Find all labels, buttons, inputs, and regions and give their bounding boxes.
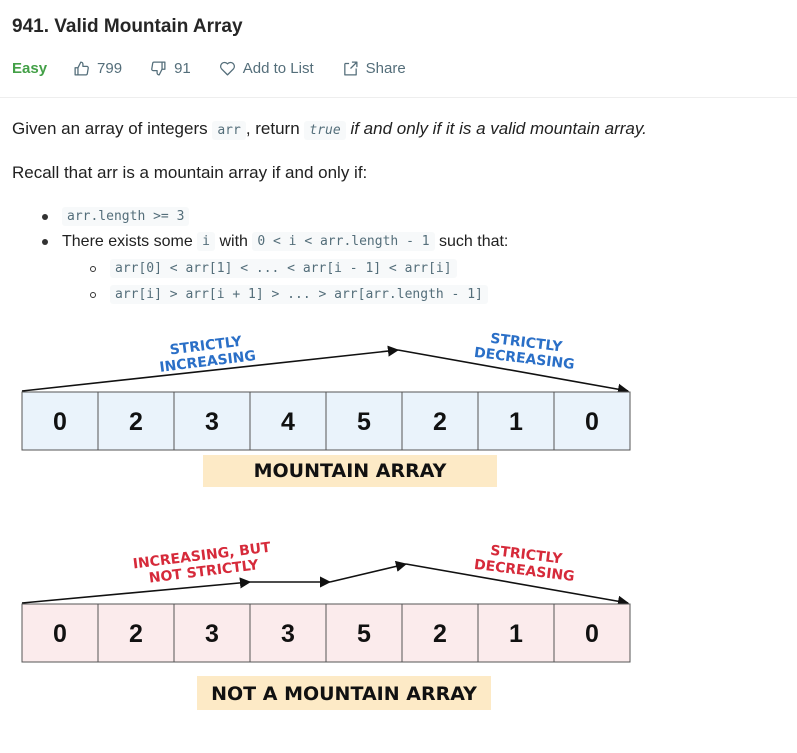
dislike-count: 91 — [174, 59, 191, 77]
mountain-cell-value-6: 1 — [509, 408, 523, 436]
code-increasing: arr[0] < arr[1] < ... < arr[i - 1] < arr… — [110, 259, 457, 278]
increasing-arrow — [21, 345, 400, 392]
bullet-length: arr.length >= 3 — [42, 207, 190, 226]
not-mountain-cell-value-5: 2 — [433, 620, 447, 648]
mountain-cell-value-7: 0 — [585, 408, 599, 436]
caption-not-mountain-array: NOT A MOUNTAIN ARRAY — [211, 683, 477, 705]
code-true: true — [304, 121, 346, 140]
not-mountain-cell-7 — [553, 603, 631, 663]
mountain-cell-5 — [401, 391, 479, 451]
share-button[interactable]: Share — [342, 60, 406, 77]
not-mountain-cell-value-1: 2 — [129, 620, 143, 648]
bullet-circle — [90, 265, 96, 272]
mountain-cell-4 — [325, 391, 403, 451]
mountain-cell-7 — [553, 391, 631, 451]
mountain-cell-value-4: 5 — [357, 408, 371, 436]
problem-intro: Given an array of integers arr, return t… — [12, 119, 647, 140]
array-cells-mountain: 0 2 3 4 5 2 1 0 — [21, 391, 631, 451]
code-i-range: 0 < i < arr.length - 1 — [252, 232, 435, 251]
mountain-cell-value-5: 2 — [433, 408, 447, 436]
mountain-cell-0 — [21, 391, 99, 451]
code-decreasing: arr[i] > arr[i + 1] > ... > arr[arr.leng… — [110, 285, 488, 304]
not-mountain-cell-value-2: 3 — [205, 620, 219, 648]
thumbs-up-icon — [74, 60, 89, 76]
bullet-exists: There exists some i with 0 < i < arr.len… — [42, 232, 508, 251]
share-label: Share — [365, 59, 406, 77]
mountain-cell-value-0: 0 — [53, 408, 67, 436]
not-mountain-cell-4 — [325, 603, 403, 663]
like-button[interactable]: 799 — [73, 60, 122, 77]
increasing-arrow-1 — [21, 577, 252, 604]
add-to-list-button[interactable]: Add to List — [219, 60, 314, 77]
recall-text: Recall that arr is a mountain array if a… — [12, 163, 368, 182]
decreasing-arrow — [405, 563, 630, 607]
header-divider — [0, 97, 797, 98]
not-mountain-cell-6 — [477, 603, 555, 663]
caption-mountain-array: MOUNTAIN ARRAY — [254, 460, 447, 482]
like-count: 799 — [97, 59, 123, 77]
bullet-dot — [42, 213, 48, 220]
not-mountain-cell-0 — [21, 603, 99, 663]
sub-bullet-increasing: arr[0] < arr[1] < ... < arr[i - 1] < arr… — [90, 259, 457, 278]
not-mountain-cell-5 — [401, 603, 479, 663]
difficulty-badge: Easy — [12, 59, 48, 77]
add-to-list-label: Add to List — [242, 59, 314, 77]
code-i: i — [197, 232, 215, 251]
code-length-condition: arr.length >= 3 — [62, 207, 190, 226]
bullet-circle — [90, 291, 96, 298]
figure-mountain-array: STRICTLY INCREASING STRICTLY DECREASING … — [21, 331, 631, 487]
not-mountain-cell-1 — [97, 603, 175, 663]
dislike-button[interactable]: 91 — [150, 60, 191, 77]
label-increasing-but-not-strictly: INCREASING, BUT NOT STRICTLY — [132, 540, 272, 587]
label-strictly-increasing: STRICTLY INCREASING — [159, 334, 257, 376]
not-mountain-cell-value-4: 5 — [357, 620, 371, 648]
decreasing-arrow — [397, 349, 630, 395]
not-mountain-cell-value-7: 0 — [585, 620, 599, 648]
not-mountain-cell-value-6: 1 — [509, 620, 523, 648]
mountain-cell-value-2: 3 — [205, 408, 219, 436]
share-icon — [343, 60, 358, 76]
problem-title: 941. Valid Mountain Array — [12, 16, 243, 37]
figure-not-mountain-array: INCREASING, BUT NOT STRICTLY STRICTLY DE… — [21, 540, 631, 710]
increasing-arrow-2 — [329, 560, 408, 583]
not-mountain-cell-value-3: 3 — [281, 620, 295, 648]
mountain-cell-value-1: 2 — [129, 408, 143, 436]
mountain-cell-value-3: 4 — [281, 408, 295, 436]
thumbs-down-icon — [151, 60, 166, 76]
sub-bullet-decreasing: arr[i] > arr[i + 1] > ... > arr[arr.leng… — [90, 285, 488, 304]
mountain-cell-1 — [97, 391, 175, 451]
mountain-cell-2 — [173, 391, 251, 451]
bullet-dot — [42, 238, 48, 245]
code-arr: arr — [212, 121, 246, 140]
mountain-cell-6 — [477, 391, 555, 451]
caption-background — [197, 676, 491, 710]
problem-meta-bar: Easy 799 91 Add to List Share — [12, 58, 434, 78]
caption-background — [203, 455, 497, 487]
not-mountain-cell-value-0: 0 — [53, 620, 67, 648]
array-cells-not-mountain: 0 2 3 3 5 2 1 0 — [21, 603, 631, 663]
heart-icon — [219, 61, 235, 76]
not-mountain-cell-3 — [249, 603, 327, 663]
